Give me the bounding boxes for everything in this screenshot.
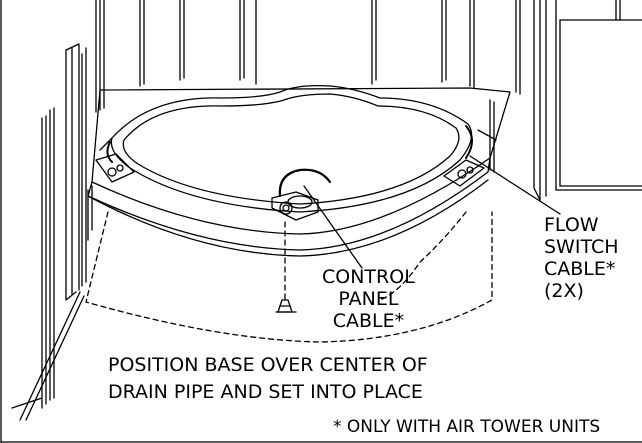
control-panel-cable <box>271 168 332 221</box>
drain-marker <box>275 299 297 313</box>
right-wall-panels <box>489 0 642 201</box>
leader-lines <box>303 155 561 269</box>
shower-base <box>87 84 511 257</box>
left-wall-panels <box>65 0 105 301</box>
left-floor-edge <box>11 107 85 421</box>
dashed-footprint <box>85 211 493 343</box>
corner-mounting-pads <box>95 153 485 187</box>
back-wall-panels <box>139 0 521 95</box>
footnote-text: * ONLY WITH AIR TOWER UNITS <box>333 417 601 437</box>
flow-switch-cables <box>106 125 473 163</box>
